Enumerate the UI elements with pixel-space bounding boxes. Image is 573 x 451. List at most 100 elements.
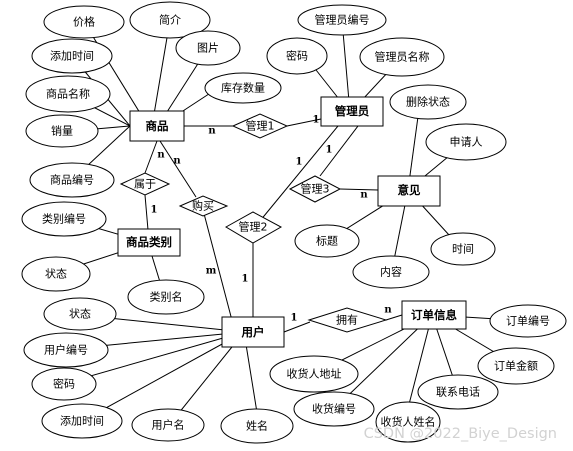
svg-text:用户名: 用户名 bbox=[152, 418, 185, 432]
attribute-user-password: 密码 bbox=[31, 367, 97, 401]
svg-text:状态: 状态 bbox=[45, 267, 67, 281]
edge-owns-order bbox=[385, 314, 403, 321]
relationship-owns-label: 拥有 bbox=[336, 313, 358, 327]
attribute-product-intro: 简介 bbox=[129, 1, 211, 39]
entity-admin[interactable]: 管理员 bbox=[320, 96, 384, 127]
attribute-product-price: 价格 bbox=[43, 5, 125, 39]
svg-text:密码: 密码 bbox=[53, 377, 75, 391]
relationship-manage2[interactable]: 管理2 bbox=[224, 211, 283, 244]
svg-text:联系电话: 联系电话 bbox=[436, 386, 480, 399]
entity-product[interactable]: 商品 bbox=[129, 110, 185, 142]
edge-manage3-feedback bbox=[339, 188, 379, 191]
attribute-product-number: 商品编号 bbox=[29, 162, 115, 198]
svg-text:收货编号: 收货编号 bbox=[312, 402, 356, 416]
cardinality-labels: n 1 1 1 1 n n 1 n m 1 n bbox=[151, 115, 393, 324]
attribute-order-receiver-name: 收货人姓名 bbox=[375, 401, 441, 443]
relationship-purchase-label: 购买 bbox=[192, 199, 214, 213]
attribute-user-username: 用户名 bbox=[131, 408, 205, 442]
svg-text:订单编号: 订单编号 bbox=[506, 314, 550, 328]
cardinality-user-owns: 1 bbox=[291, 313, 298, 324]
attribute-admin-name: 管理员名称 bbox=[359, 37, 445, 77]
attribute-feedback-delete-status: 删除状态 bbox=[389, 84, 467, 120]
cardinality-admin-manage3: 1 bbox=[326, 145, 333, 156]
svg-text:状态: 状态 bbox=[69, 307, 91, 321]
attribute-category-number: 类别编号 bbox=[21, 201, 107, 237]
entity-order[interactable]: 订单信息 bbox=[401, 300, 467, 330]
attribute-feedback-title: 标题 bbox=[294, 224, 360, 258]
cardinality-product-purchase: n bbox=[173, 156, 181, 167]
attribute-order-amount: 订单金额 bbox=[477, 347, 555, 385]
relationship-belongs-to[interactable]: 属于 bbox=[119, 172, 171, 196]
attribute-admin-password: 密码 bbox=[266, 37, 328, 75]
edge-user-owns bbox=[283, 321, 311, 333]
svg-text:管理员编号: 管理员编号 bbox=[315, 13, 370, 27]
edge-user-addtime bbox=[83, 331, 245, 421]
svg-text:时间: 时间 bbox=[452, 243, 474, 256]
attribute-product-addtime: 添加时间 bbox=[31, 38, 113, 74]
attribute-feedback-content: 内容 bbox=[352, 255, 430, 289]
attribute-user-status: 状态 bbox=[43, 297, 117, 331]
entity-user-label: 用户 bbox=[241, 325, 265, 339]
svg-text:用户编号: 用户编号 bbox=[44, 343, 88, 357]
svg-text:姓名: 姓名 bbox=[246, 419, 268, 433]
edge-manage1-admin bbox=[286, 118, 322, 127]
svg-text:内容: 内容 bbox=[380, 265, 402, 279]
svg-text:简介: 简介 bbox=[159, 13, 181, 27]
svg-text:添加时间: 添加时间 bbox=[50, 49, 94, 63]
svg-text:申请人: 申请人 bbox=[450, 136, 483, 149]
svg-text:图片: 图片 bbox=[197, 42, 219, 55]
svg-text:收货人地址: 收货人地址 bbox=[287, 367, 342, 381]
relationship-purchase[interactable]: 购买 bbox=[178, 195, 229, 217]
attribute-feedback-applicant: 申请人 bbox=[425, 123, 507, 161]
attribute-user-number: 用户编号 bbox=[23, 332, 109, 368]
relationship-manage2-label: 管理2 bbox=[239, 220, 268, 234]
cardinality-order-owns: n bbox=[384, 305, 392, 316]
relationship-manage3[interactable]: 管理3 bbox=[288, 175, 342, 203]
relationship-owns[interactable]: 拥有 bbox=[307, 307, 388, 333]
attribute-order-number: 订单编号 bbox=[489, 304, 567, 338]
watermark-text: CSDN @2022_Biye_Design bbox=[364, 426, 557, 442]
entity-order-label: 订单信息 bbox=[411, 308, 457, 322]
svg-text:类别名: 类别名 bbox=[150, 290, 183, 304]
relationship-manage1[interactable]: 管理1 bbox=[231, 113, 289, 139]
entity-user[interactable]: 用户 bbox=[221, 316, 285, 348]
cardinality-product-manage1: n bbox=[208, 126, 216, 137]
edge-admin-manage3 bbox=[319, 125, 359, 177]
cardinality-admin-manage2: 1 bbox=[296, 157, 303, 168]
edge-user-password bbox=[65, 331, 245, 384]
entity-feedback-label: 意见 bbox=[398, 183, 421, 197]
svg-text:添加时间: 添加时间 bbox=[60, 414, 104, 428]
entity-feedback[interactable]: 意见 bbox=[377, 175, 441, 207]
entity-product-label: 商品 bbox=[146, 119, 169, 133]
edge-product-belongs bbox=[144, 140, 158, 174]
entity-category-label: 商品类别 bbox=[126, 235, 172, 249]
edge-belongs-category bbox=[144, 194, 149, 231]
svg-text:销量: 销量 bbox=[51, 124, 73, 138]
attribute-order-delivery-number: 收货编号 bbox=[293, 391, 375, 427]
cardinality-admin-manage1: 1 bbox=[313, 115, 320, 126]
cardinality-product-belongs: n bbox=[157, 150, 165, 161]
attribute-product-image: 图片 bbox=[175, 30, 241, 66]
attribute-order-address: 收货人地址 bbox=[269, 355, 359, 393]
attribute-product-stock: 库存数量 bbox=[204, 72, 282, 104]
edge-order-receiver bbox=[405, 314, 433, 417]
svg-text:商品名称: 商品名称 bbox=[46, 87, 90, 101]
attribute-feedback-time: 时间 bbox=[430, 232, 496, 266]
entity-category[interactable]: 商品类别 bbox=[117, 228, 181, 257]
attribute-user-addtime: 添加时间 bbox=[41, 403, 123, 439]
edge-purchase-user bbox=[201, 205, 235, 329]
svg-text:标题: 标题 bbox=[316, 234, 338, 248]
attribute-admin-number: 管理员编号 bbox=[297, 4, 387, 36]
svg-text:密码: 密码 bbox=[286, 49, 308, 63]
cardinality-user-purchase: m bbox=[206, 266, 217, 277]
attribute-category-status: 状态 bbox=[21, 256, 91, 292]
attribute-category-name: 类别名 bbox=[127, 279, 205, 315]
relationship-belongs-to-label: 属于 bbox=[134, 178, 156, 191]
edge-admin-manage2 bbox=[254, 125, 339, 228]
relationship-manage3-label: 管理3 bbox=[301, 182, 330, 196]
svg-text:删除状态: 删除状态 bbox=[406, 95, 450, 109]
cardinality-user-manage2: 1 bbox=[242, 274, 249, 285]
svg-text:类别编号: 类别编号 bbox=[42, 212, 86, 226]
svg-text:收货人姓名: 收货人姓名 bbox=[381, 415, 436, 429]
